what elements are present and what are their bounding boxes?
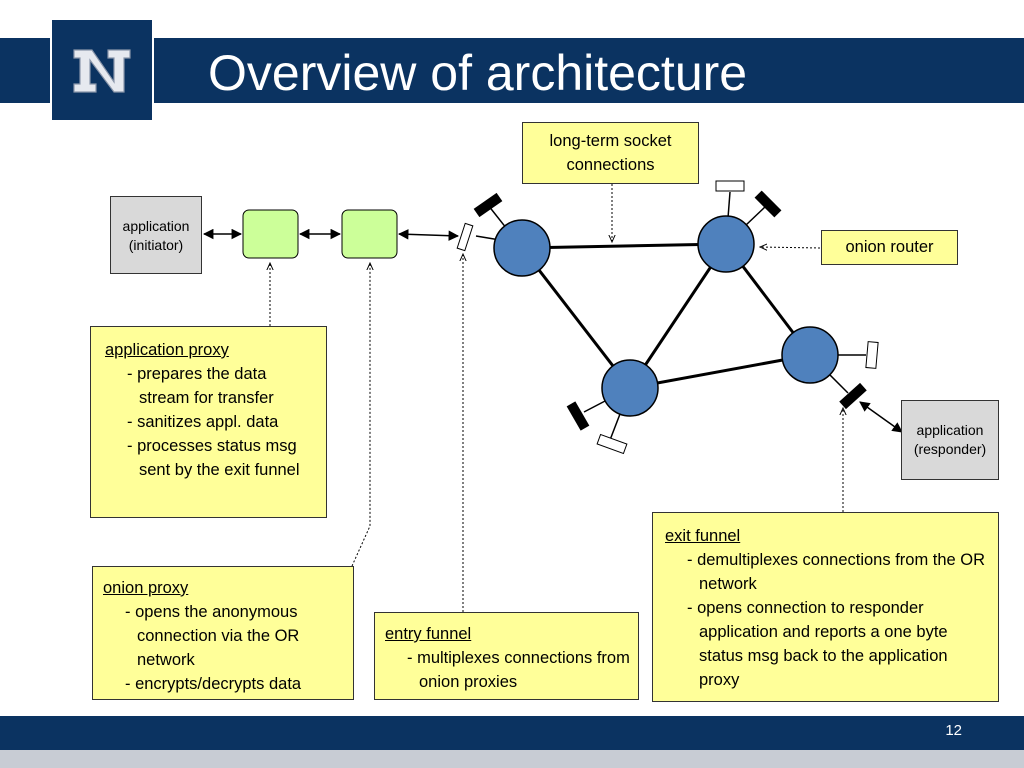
app-responder-line1: application bbox=[916, 422, 984, 438]
entry-funnel-marker bbox=[456, 222, 474, 252]
connection-arrows bbox=[202, 228, 903, 433]
exit-funnel-marker bbox=[839, 382, 867, 410]
app-responder-line2: (responder) bbox=[913, 441, 987, 457]
onion-router-label: onion router bbox=[845, 238, 934, 256]
entry-funnel-title: entry funnel bbox=[385, 625, 472, 643]
exit-funnel-callout: exit funnel - demultiplexes connections … bbox=[652, 512, 999, 702]
onion-router-callout: onion router bbox=[821, 230, 958, 265]
exit-funnel-title: exit funnel bbox=[665, 527, 741, 545]
funnel-white bbox=[715, 180, 745, 192]
onion-proxy-item: - opens the anonymous connection via the… bbox=[125, 603, 300, 669]
app-proxy-item: - prepares the data stream for transfer bbox=[127, 365, 274, 407]
application-proxy-callout: application proxy - prepares the data st… bbox=[90, 326, 327, 518]
university-n-logo-icon bbox=[73, 49, 131, 93]
footer-bar bbox=[0, 716, 1024, 750]
exit-funnel-item: - demultiplexes connections from the OR … bbox=[687, 551, 986, 593]
footer-strip bbox=[0, 750, 1024, 768]
long-term-line2: connections bbox=[566, 156, 655, 174]
callout-pointers bbox=[270, 184, 843, 612]
long-term-line1: long-term socket bbox=[549, 132, 672, 150]
onion-router-node bbox=[601, 359, 659, 417]
link-r3-r4 bbox=[629, 353, 811, 390]
onion-routers bbox=[493, 215, 839, 417]
entry-funnel-item: - multiplexes connections from onion pro… bbox=[407, 649, 630, 691]
onion-router-node bbox=[781, 326, 839, 384]
funnel-black bbox=[566, 401, 590, 431]
onion-proxy-title: onion proxy bbox=[103, 579, 189, 597]
app-proxy-title: application proxy bbox=[105, 341, 229, 359]
header-bar bbox=[0, 38, 1024, 103]
exit-funnel-item: - opens connection to responder applicat… bbox=[687, 599, 948, 689]
app-initiator-line1: application bbox=[122, 218, 190, 234]
onion-proxy-callout: onion proxy - opens the anonymous connec… bbox=[92, 566, 354, 700]
arrow-exit-responder bbox=[859, 401, 903, 433]
onion-proxy-item: - encrypts/decrypts data bbox=[125, 675, 302, 693]
application-initiator-box: application (initiator) bbox=[110, 196, 202, 274]
link-r1-r3 bbox=[520, 247, 632, 389]
pointer-onion-proxy bbox=[351, 263, 370, 567]
long-term-socket-callout: long-term socket connections bbox=[522, 122, 699, 184]
arrow-onionproxy-entry bbox=[397, 229, 460, 241]
funnel-white bbox=[865, 341, 879, 369]
onion-router-node bbox=[697, 215, 755, 273]
onion-router-node bbox=[493, 219, 551, 277]
onion-proxy-node bbox=[341, 209, 398, 259]
university-logo bbox=[50, 18, 154, 122]
slide-title: Overview of architecture bbox=[208, 45, 748, 101]
funnel-white bbox=[596, 433, 628, 455]
link-r1-r2 bbox=[521, 242, 727, 250]
funnel-black bbox=[754, 190, 782, 218]
entry-funnel-callout: entry funnel - multiplexes connections f… bbox=[374, 612, 639, 700]
funnels bbox=[456, 180, 879, 455]
or-network-links bbox=[520, 242, 812, 390]
page-number: 12 bbox=[945, 722, 962, 739]
pointer-onion-router bbox=[760, 247, 821, 248]
application-proxy-node bbox=[242, 209, 299, 259]
link-r2-r3 bbox=[628, 243, 728, 389]
app-proxy-item: - sanitizes appl. data bbox=[127, 413, 279, 431]
app-proxy-item: - processes status msg sent by the exit … bbox=[127, 437, 300, 479]
funnel-black bbox=[473, 192, 503, 218]
application-responder-box: application (responder) bbox=[901, 400, 999, 480]
app-initiator-line2: (initiator) bbox=[128, 237, 184, 253]
